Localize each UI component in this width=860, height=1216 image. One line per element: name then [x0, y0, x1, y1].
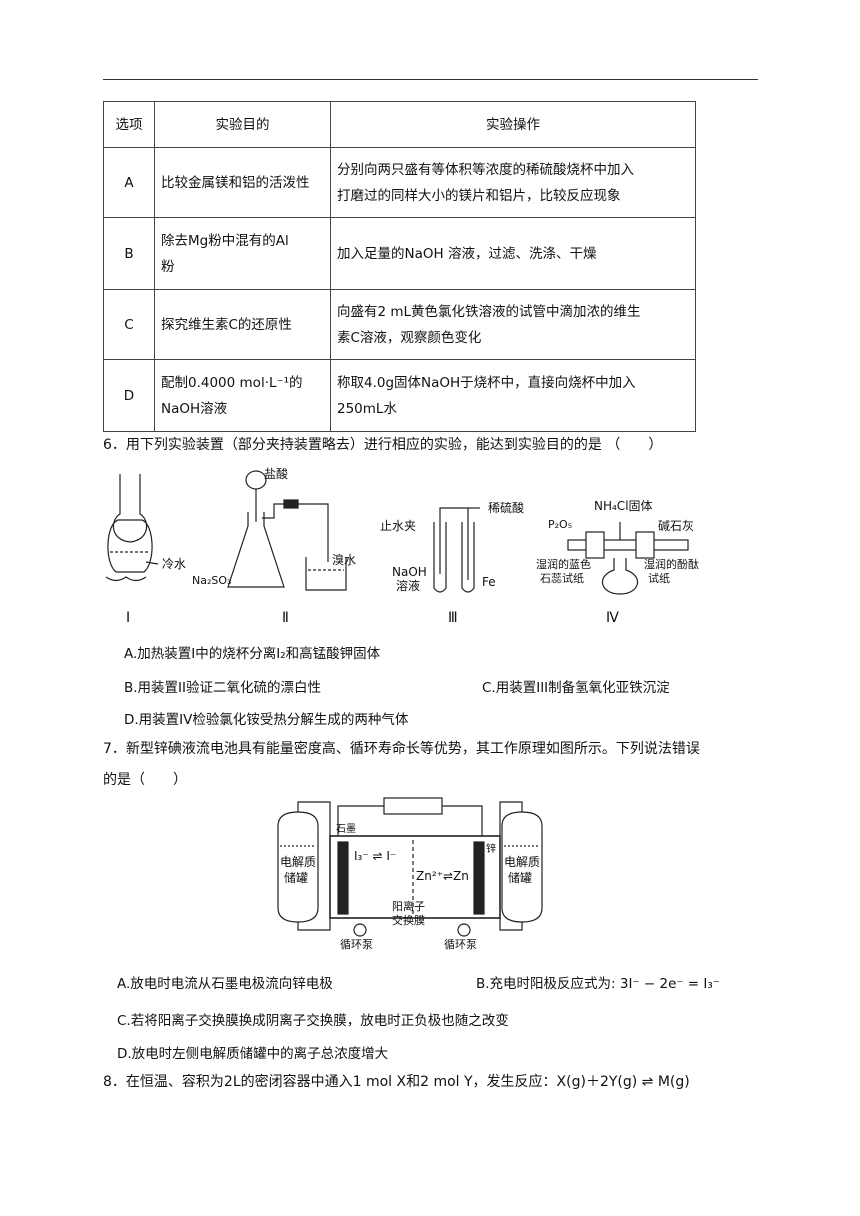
apparatus-1: 冷水 Ⅰ: [105, 474, 186, 626]
row-option: B: [103, 217, 155, 290]
q6-choice-a: A.加热装置I中的烧杯分离I₂和高锰酸钾固体: [124, 646, 381, 662]
row-purpose: 比较金属镁和铝的活泼性: [154, 147, 331, 218]
q6-choice-d: D.用装置IV检验氯化铵受热分解生成的两种气体: [124, 712, 409, 728]
label-apparatus-1: Ⅰ: [126, 610, 130, 626]
operation-line: 分别向两只盛有等体积等浓度的稀硫酸烧杯中加入: [337, 161, 634, 178]
label-left-reaction: I₃⁻ ⇌ I⁻: [354, 849, 396, 863]
label-apparatus-4: Ⅳ: [606, 610, 619, 626]
experiment-table: 选项 实验目的 实验操作 A 比较金属镁和铝的活泼性 分别向两只盛有等体积等浓度…: [103, 101, 696, 432]
label-tank-left-1: 电解质: [280, 855, 316, 869]
label-na2so3: Na₂SO₃: [192, 574, 231, 587]
label-phenol-2: 试纸: [648, 572, 670, 585]
label-graphite: 石墨: [336, 823, 356, 835]
label-clamp: 止水夹: [380, 519, 416, 533]
header-purpose: 实验目的: [154, 101, 331, 148]
label-zinc: 锌: [486, 842, 496, 855]
label-blue-litmus-1: 湿润的蓝色: [536, 557, 591, 571]
row-option: D: [103, 359, 155, 432]
row-operation: 称取4.0g固体NaOH于烧杯中，直接向烧杯中加入 250mL水: [330, 359, 696, 432]
purpose-line: 比较金属镁和铝的活泼性: [161, 174, 310, 191]
q6-choice-b: B.用装置II验证二氧化硫的漂白性: [124, 680, 322, 696]
operation-line: 素C溶液，观察颜色变化: [337, 329, 482, 346]
q7-choice-b: B.充电时阳极反应式为: 3I⁻ − 2e⁻ = I₃⁻: [476, 976, 720, 992]
label-dilute-h2so4: 稀硫酸: [488, 500, 524, 515]
q6-apparatus-figure: 冷水 Ⅰ 盐酸 Na₂SO₃ 溴水 Ⅱ 止水夹 稀硫酸 NaOH 溶液 Fe Ⅲ: [105, 466, 699, 626]
q7-stem-line1: 7．新型锌碘液流电池具有能量密度高、循环寿命长等优势，其工作原理如图所示。下列说…: [103, 741, 700, 757]
header-option: 选项: [103, 101, 155, 148]
apparatus-3: 止水夹 稀硫酸 NaOH 溶液 Fe Ⅲ: [380, 500, 524, 626]
q6-choice-c: C.用装置III制备氢氧化亚铁沉淀: [482, 680, 670, 696]
header-rule: [103, 79, 758, 80]
q8-stem: 8．在恒温、容积为2L的密闭容器中通入1 mol X和2 mol Y，发生反应：…: [103, 1074, 690, 1090]
label-hcl: 盐酸: [264, 466, 288, 481]
q7-battery-figure: 石墨 锌 电解质 储罐 电解质 储罐 I₃⁻ ⇌ I⁻ Zn²⁺⇌Zn 阳离子 …: [277, 797, 543, 951]
label-solution: 溶液: [396, 578, 420, 593]
label-fe: Fe: [482, 575, 496, 589]
label-p2o5: P₂O₅: [548, 518, 572, 531]
operation-line: 向盛有2 mL黄色氯化铁溶液的试管中滴加浓的维生: [337, 303, 641, 320]
label-bromine-water: 溴水: [332, 553, 356, 567]
header-operation: 实验操作: [330, 101, 696, 148]
row-purpose: 配制0.4000 mol·L⁻¹的 NaOH溶液: [154, 359, 331, 432]
label-soda-lime: 碱石灰: [658, 519, 694, 533]
table-row: D 配制0.4000 mol·L⁻¹的 NaOH溶液 称取4.0g固体NaOH于烧…: [103, 359, 696, 432]
label-right-reaction: Zn²⁺⇌Zn: [416, 869, 469, 883]
purpose-line: 配制0.4000 mol·L⁻¹的: [161, 374, 303, 391]
label-tank-right-2: 储罐: [508, 870, 532, 885]
label-pump-right: 循环泵: [444, 938, 477, 951]
label-pump-left: 循环泵: [340, 938, 373, 951]
label-tank-right-1: 电解质: [504, 855, 540, 869]
row-operation: 向盛有2 mL黄色氯化铁溶液的试管中滴加浓的维生素C溶液，观察颜色变化: [330, 289, 696, 360]
purpose-line: 除去Mg粉中混有的Al: [161, 232, 289, 249]
operation-line: 打磨过的同样大小的镁片和铝片，比较反应现象: [337, 187, 621, 204]
purpose-line: 粉: [161, 258, 175, 275]
label-tank-left-2: 储罐: [284, 870, 308, 885]
label-apparatus-3: Ⅲ: [448, 610, 458, 626]
label-membrane-1: 阳离子: [392, 899, 425, 913]
q7-stem-line2: 的是（ ）: [103, 772, 187, 788]
row-option: A: [103, 147, 155, 218]
q7-choice-c: C.若将阳离子交换膜换成阴离子交换膜，放电时正负极也随之改变: [117, 1013, 509, 1029]
label-cold-water: 冷水: [162, 557, 186, 571]
operation-line: 250mL水: [337, 400, 397, 417]
q7-choice-a: A.放电时电流从石墨电极流向锌电极: [117, 976, 333, 992]
q7-choice-d: D.放电时左侧电解质储罐中的离子总浓度增大: [117, 1046, 389, 1062]
row-operation: 分别向两只盛有等体积等浓度的稀硫酸烧杯中加入打磨过的同样大小的镁片和铝片，比较反…: [330, 147, 696, 218]
row-purpose: 除去Mg粉中混有的Al 粉: [154, 217, 331, 290]
apparatus-2: 盐酸 Na₂SO₃ 溴水 Ⅱ: [192, 466, 356, 626]
row-purpose: 探究维生素C的还原性: [154, 289, 331, 360]
q6-stem: 6．用下列实验装置（部分夹持装置略去）进行相应的实验，能达到实验目的的是 （ ）: [103, 437, 663, 453]
operation-line: 加入足量的NaOH 溶液，过滤、洗涤、干燥: [337, 245, 597, 262]
table-row: C 探究维生素C的还原性 向盛有2 mL黄色氯化铁溶液的试管中滴加浓的维生素C溶…: [103, 289, 696, 360]
table-row: B 除去Mg粉中混有的Al 粉 加入足量的NaOH 溶液，过滤、洗涤、干燥: [103, 217, 696, 290]
label-nh4cl: NH₄Cl固体: [594, 499, 653, 513]
label-naoh: NaOH: [392, 565, 427, 579]
purpose-line: NaOH溶液: [161, 400, 228, 417]
purpose-line: 探究维生素C的还原性: [161, 316, 292, 333]
table-row: A 比较金属镁和铝的活泼性 分别向两只盛有等体积等浓度的稀硫酸烧杯中加入打磨过的…: [103, 147, 696, 218]
label-blue-litmus-2: 石蕊试纸: [540, 572, 584, 585]
label-phenol-1: 湿润的酚酞: [644, 557, 699, 571]
table-header-row: 选项 实验目的 实验操作: [103, 101, 696, 148]
row-option: C: [103, 289, 155, 360]
apparatus-4: NH₄Cl固体 P₂O₅ 碱石灰 湿润的蓝色 石蕊试纸 湿润的酚酞 试纸 Ⅳ: [536, 499, 699, 626]
row-operation: 加入足量的NaOH 溶液，过滤、洗涤、干燥: [330, 217, 696, 290]
label-apparatus-2: Ⅱ: [282, 610, 289, 626]
label-membrane-2: 交换膜: [392, 913, 425, 927]
operation-line: 称取4.0g固体NaOH于烧杯中，直接向烧杯中加入: [337, 374, 636, 391]
